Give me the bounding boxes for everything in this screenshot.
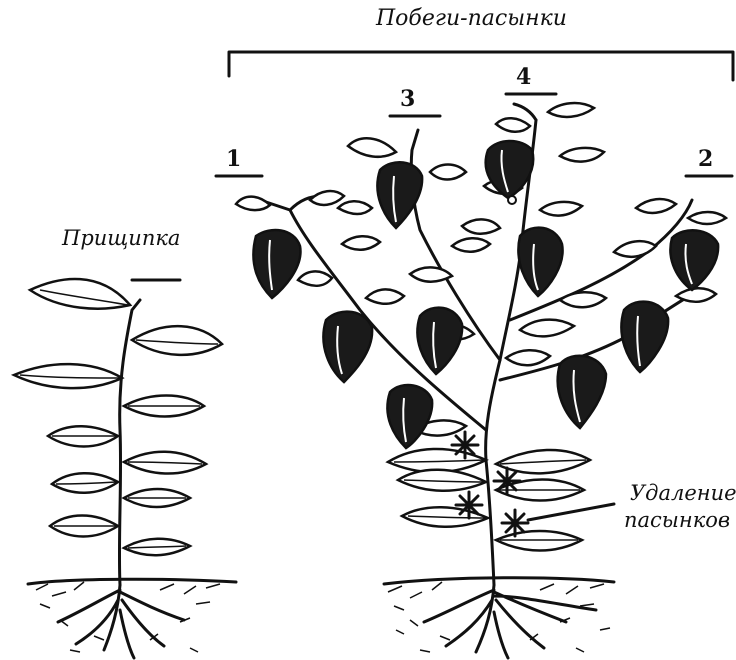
right-plant xyxy=(236,103,726,658)
left-plant xyxy=(14,279,236,658)
shoots-bracket xyxy=(229,52,733,80)
